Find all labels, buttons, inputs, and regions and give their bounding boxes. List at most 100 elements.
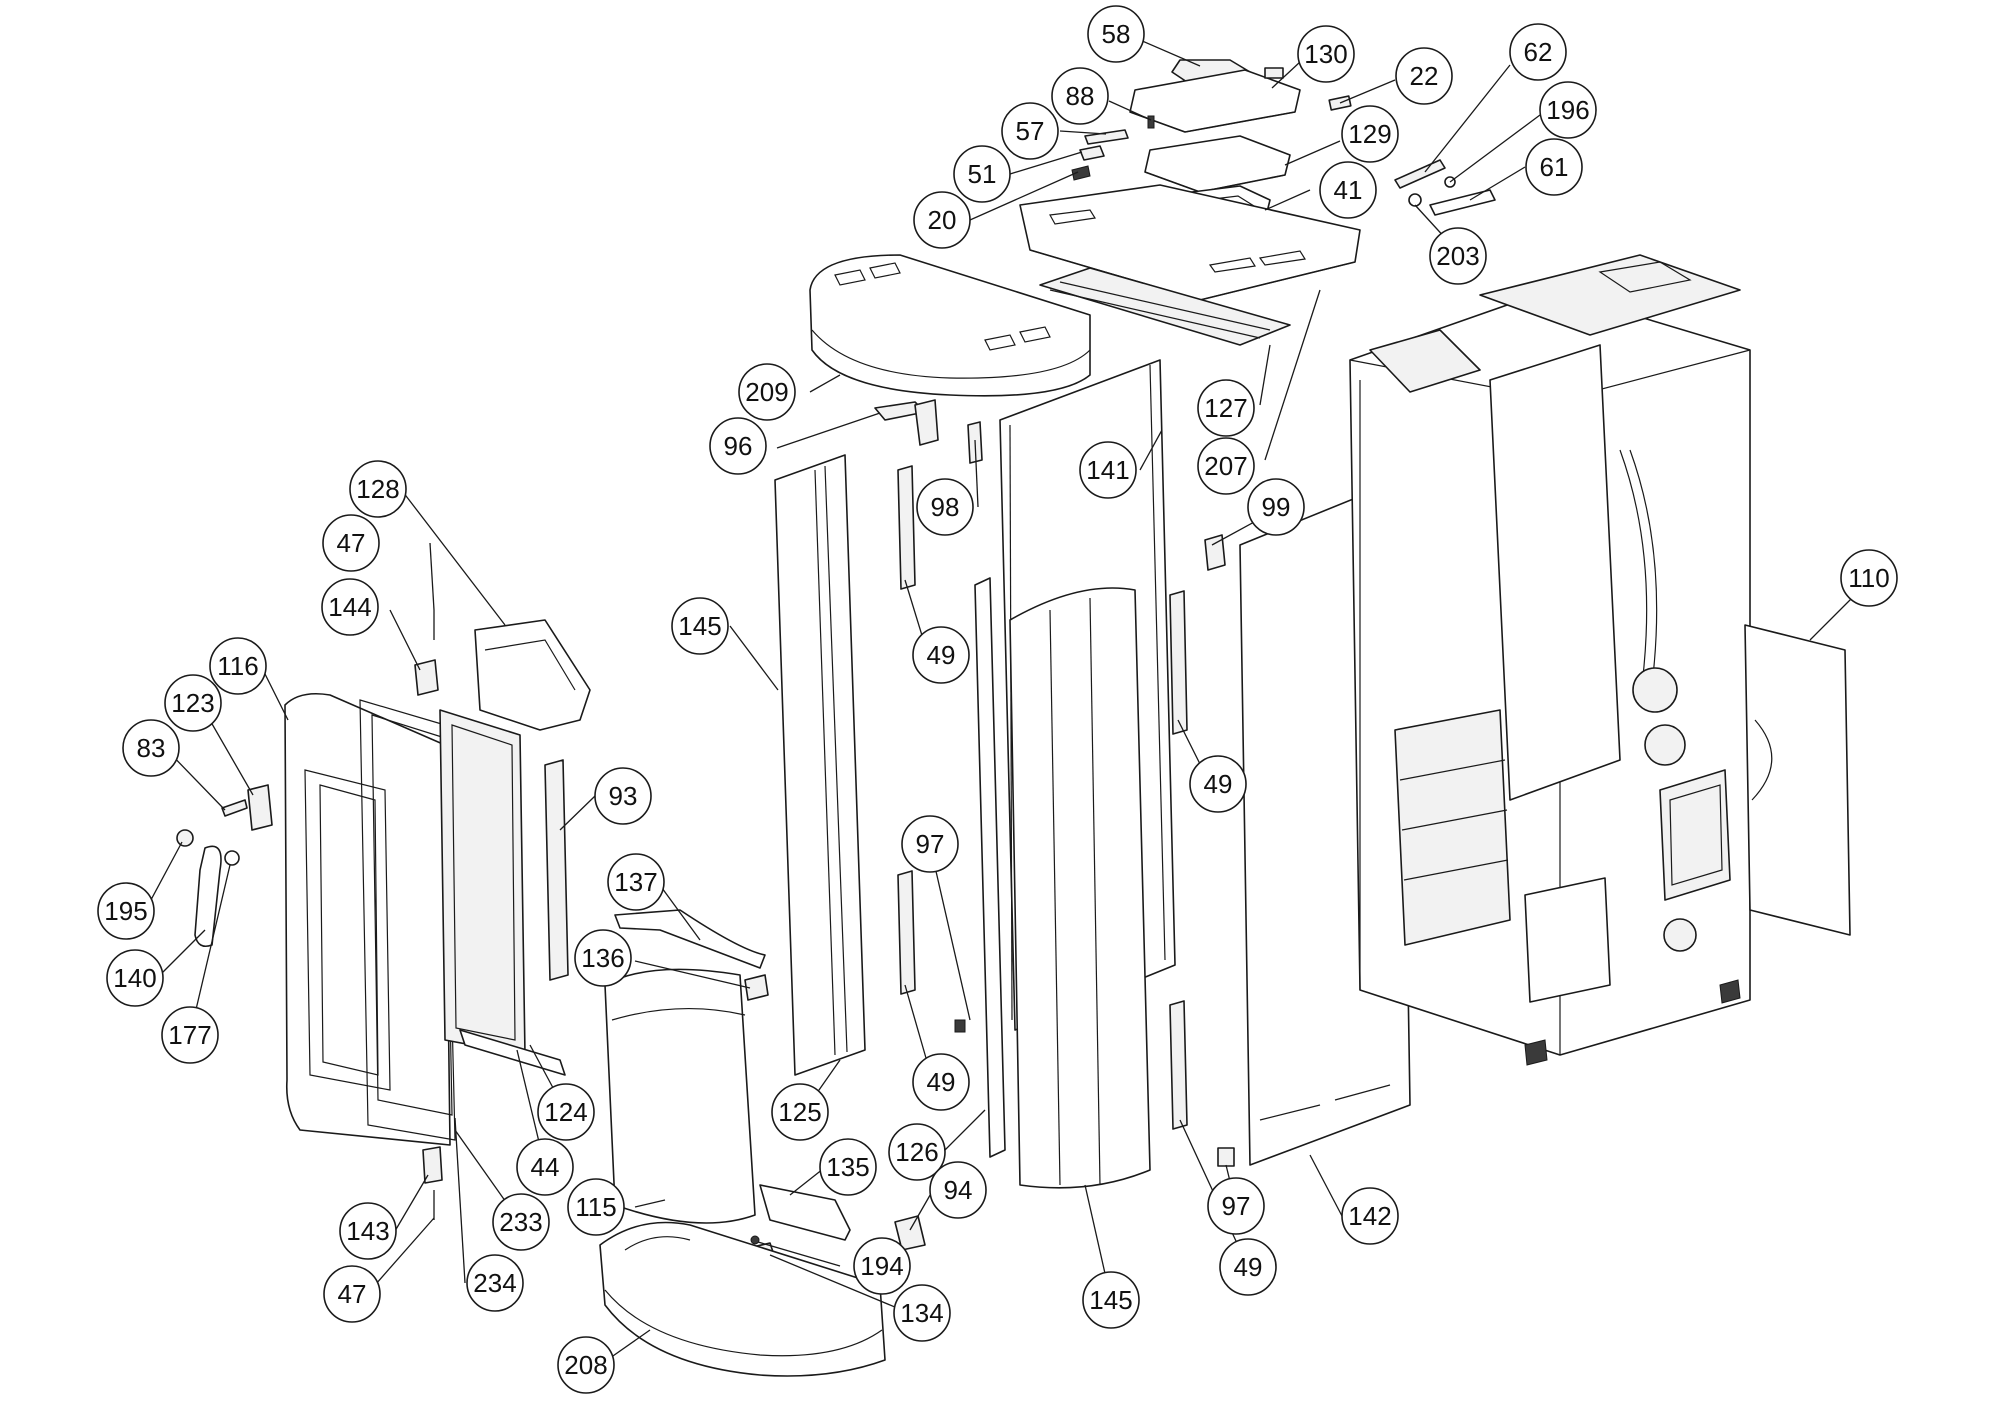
callout-57: 57 — [1001, 102, 1059, 160]
callout-126: 126 — [888, 1123, 946, 1181]
svg-text:177: 177 — [168, 1020, 211, 1050]
callout-88: 88 — [1051, 67, 1109, 125]
callout-194: 194 — [853, 1237, 911, 1295]
callout-136: 136 — [574, 929, 632, 987]
svg-text:58: 58 — [1102, 19, 1131, 49]
svg-text:47: 47 — [337, 528, 366, 558]
top-casing-parts — [1019, 59, 1496, 346]
svg-text:22: 22 — [1410, 61, 1439, 91]
svg-text:97: 97 — [916, 829, 945, 859]
strip-49-c — [1169, 590, 1188, 735]
svg-text:127: 127 — [1204, 393, 1247, 423]
svg-text:88: 88 — [1066, 81, 1095, 111]
callout-51: 51 — [953, 145, 1011, 203]
svg-text:47: 47 — [338, 1279, 367, 1309]
svg-text:57: 57 — [1016, 116, 1045, 146]
svg-text:123: 123 — [171, 688, 214, 718]
callout-209: 209 — [738, 363, 796, 421]
callout-61: 61 — [1525, 138, 1583, 196]
rear-panel-110 — [1744, 624, 1851, 936]
callout-177: 177 — [161, 1006, 219, 1064]
callout-96: 96 — [709, 417, 767, 475]
callout-195: 195 — [97, 882, 155, 940]
svg-text:203: 203 — [1436, 241, 1479, 271]
callout-98: 98 — [916, 478, 974, 536]
svg-text:110: 110 — [1848, 563, 1889, 593]
svg-text:142: 142 — [1348, 1201, 1391, 1231]
callout-49-b: 49 — [1189, 755, 1247, 813]
callout-93: 93 — [594, 767, 652, 825]
callout-234: 234 — [466, 1254, 524, 1312]
upper-side-panel — [774, 454, 866, 1076]
svg-text:207: 207 — [1204, 451, 1247, 481]
svg-text:130: 130 — [1304, 39, 1347, 69]
svg-text:140: 140 — [113, 963, 156, 993]
svg-text:61: 61 — [1540, 152, 1569, 182]
svg-text:145: 145 — [1089, 1285, 1132, 1315]
callout-207: 207 — [1197, 437, 1255, 495]
svg-text:124: 124 — [544, 1097, 587, 1127]
svg-text:141: 141 — [1086, 455, 1129, 485]
callout-137: 137 — [607, 853, 665, 911]
callout-140: 140 — [106, 949, 164, 1007]
svg-text:20: 20 — [928, 205, 957, 235]
callout-135: 135 — [819, 1138, 877, 1196]
callout-145-upper: 145 — [671, 597, 729, 655]
strip-49-d — [1169, 1000, 1188, 1130]
svg-text:96: 96 — [724, 431, 753, 461]
strip-49-b — [897, 870, 916, 995]
svg-text:44: 44 — [531, 1152, 560, 1182]
callout-125: 125 — [771, 1083, 829, 1141]
long-strip-126 — [974, 577, 1006, 1158]
callout-49-d: 49 — [1219, 1238, 1277, 1296]
svg-text:234: 234 — [473, 1268, 516, 1298]
callout-49-c: 49 — [912, 1053, 970, 1111]
svg-text:62: 62 — [1524, 37, 1553, 67]
svg-text:143: 143 — [346, 1216, 389, 1246]
callout-47-top: 47 — [322, 514, 380, 572]
callout-128: 128 — [349, 460, 407, 518]
svg-text:41: 41 — [1334, 175, 1363, 205]
top-cap-part — [809, 254, 1091, 446]
callout-116: 116 — [209, 637, 267, 695]
callout-115: 115 — [567, 1178, 625, 1236]
svg-text:93: 93 — [609, 781, 638, 811]
svg-text:98: 98 — [931, 492, 960, 522]
svg-text:145: 145 — [678, 611, 721, 641]
svg-text:49: 49 — [1204, 769, 1233, 799]
clip-97-b — [1217, 1147, 1235, 1167]
svg-text:129: 129 — [1348, 119, 1391, 149]
callouts: 58 130 22 62 88 196 57 129 61 51 41 20 2… — [97, 5, 1898, 1394]
callout-49-a: 49 — [912, 626, 970, 684]
lower-front-assembly — [599, 909, 926, 1377]
callout-83: 83 — [122, 719, 180, 777]
callout-20: 20 — [913, 191, 971, 249]
callout-58: 58 — [1087, 5, 1145, 63]
svg-text:125: 125 — [778, 1097, 821, 1127]
svg-text:196: 196 — [1546, 95, 1589, 125]
callout-94: 94 — [929, 1161, 987, 1219]
svg-text:99: 99 — [1262, 492, 1291, 522]
callout-129: 129 — [1341, 105, 1399, 163]
svg-text:233: 233 — [499, 1207, 542, 1237]
callout-97-top: 97 — [901, 815, 959, 873]
callout-41: 41 — [1319, 161, 1377, 219]
callout-127: 127 — [1197, 379, 1255, 437]
callout-134: 134 — [893, 1284, 951, 1342]
svg-text:136: 136 — [581, 943, 624, 973]
svg-text:51: 51 — [968, 159, 997, 189]
svg-text:126: 126 — [895, 1137, 938, 1167]
callout-142: 142 — [1341, 1187, 1399, 1245]
svg-text:134: 134 — [900, 1298, 943, 1328]
callout-144: 144 — [321, 578, 379, 636]
callout-97-bottom: 97 — [1207, 1177, 1265, 1235]
svg-text:49: 49 — [1234, 1252, 1263, 1282]
lower-front-panel — [1009, 587, 1151, 1189]
callout-208: 208 — [557, 1336, 615, 1394]
svg-text:195: 195 — [104, 896, 147, 926]
callout-143: 143 — [339, 1202, 397, 1260]
svg-text:128: 128 — [356, 474, 399, 504]
callout-145-lower: 145 — [1082, 1271, 1140, 1329]
callout-22: 22 — [1395, 47, 1453, 105]
callout-130: 130 — [1297, 25, 1355, 83]
